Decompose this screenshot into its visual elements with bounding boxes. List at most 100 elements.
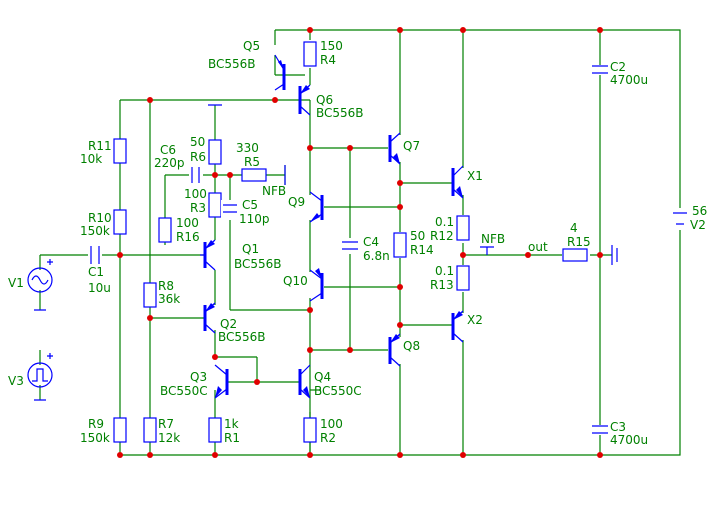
resistor-r5 bbox=[241, 168, 267, 182]
transistor-q8 bbox=[388, 333, 401, 367]
label-r14-val: 50 bbox=[410, 229, 425, 243]
label-c3-val: 4700u bbox=[610, 433, 648, 447]
resistor-r16 bbox=[158, 217, 172, 243]
capacitor-c2 bbox=[592, 65, 608, 74]
capacitor-c6 bbox=[189, 165, 203, 185]
label-nfb-right: NFB bbox=[481, 232, 505, 246]
pulse-source-v3 bbox=[27, 353, 53, 388]
label-r16-val: 100 bbox=[176, 216, 199, 230]
label-q8: Q8 bbox=[403, 339, 420, 353]
label-r8-val: 36k bbox=[158, 292, 180, 306]
transistor-q1 bbox=[200, 239, 216, 271]
label-r6: R6 bbox=[190, 150, 206, 164]
label-r11: R11 bbox=[88, 139, 112, 153]
resistor-r8 bbox=[143, 282, 157, 308]
label-r7-val: 12k bbox=[158, 431, 180, 445]
capacitor-c1 bbox=[88, 244, 102, 266]
label-q2-type: BC556B bbox=[218, 330, 266, 344]
transistor-q4 bbox=[298, 364, 311, 399]
label-q9: Q9 bbox=[288, 195, 305, 209]
label-c3: C3 bbox=[610, 420, 626, 434]
wires bbox=[39, 29, 681, 456]
label-c6: C6 bbox=[160, 143, 176, 157]
resistor-r10 bbox=[113, 209, 127, 235]
sine-source-v1 bbox=[27, 259, 53, 293]
label-c2: C2 bbox=[610, 60, 626, 74]
resistor-r11 bbox=[113, 138, 127, 164]
label-v1: V1 bbox=[8, 276, 24, 290]
label-r2: R2 bbox=[320, 431, 336, 445]
label-v2: V2 bbox=[690, 218, 706, 232]
transistor-q3 bbox=[214, 364, 229, 399]
resistor-r15 bbox=[562, 248, 588, 262]
label-c4: C4 bbox=[363, 235, 379, 249]
label-r4-val: 150 bbox=[320, 39, 343, 53]
label-r1: R1 bbox=[224, 431, 240, 445]
battery-v2 bbox=[670, 208, 690, 230]
resistor-r13 bbox=[456, 265, 470, 291]
label-q6-type: BC556B bbox=[316, 106, 364, 120]
label-r10-val: 150k bbox=[80, 224, 110, 238]
label-r13-val: 0.1 bbox=[435, 264, 454, 278]
transistor-x2 bbox=[451, 310, 464, 343]
label-c4-val: 6.8n bbox=[363, 249, 390, 263]
label-q10: Q10 bbox=[283, 274, 308, 288]
capacitor-c5 bbox=[221, 200, 239, 218]
label-r15-val: 4 bbox=[570, 221, 578, 235]
label-r2-val: 100 bbox=[320, 417, 343, 431]
label-r8: R8 bbox=[158, 279, 174, 293]
resistor-r3 bbox=[208, 192, 222, 218]
transistor-q2 bbox=[203, 302, 216, 334]
label-q2: Q2 bbox=[220, 317, 237, 331]
transistor-x1 bbox=[451, 165, 464, 199]
label-q3-type: BC550C bbox=[160, 384, 208, 398]
label-v2-val: 56 bbox=[692, 204, 707, 218]
transistor-q5 bbox=[274, 54, 286, 91]
label-r4: R4 bbox=[320, 53, 336, 67]
labels: Q5 BC556B 150 R4 Q6 BC556B R11 10k R10 1… bbox=[8, 39, 707, 447]
label-c5-val: 110p bbox=[239, 212, 270, 226]
resistor-r4 bbox=[303, 41, 317, 67]
label-q6: Q6 bbox=[316, 93, 333, 107]
label-r1-val: 1k bbox=[224, 417, 239, 431]
label-r13: R13 bbox=[430, 278, 454, 292]
label-r16: R16 bbox=[176, 230, 200, 244]
resistor-r2 bbox=[303, 417, 317, 443]
label-c6-val: 220p bbox=[154, 156, 185, 170]
resistor-r6 bbox=[208, 139, 222, 165]
transistor-q6 bbox=[298, 84, 311, 116]
label-c1: C1 bbox=[88, 265, 104, 279]
ground-symbols bbox=[34, 104, 222, 401]
label-r5-val: 330 bbox=[236, 141, 259, 155]
label-q7: Q7 bbox=[403, 139, 420, 153]
label-r12-val: 0.1 bbox=[435, 215, 454, 229]
label-q3: Q3 bbox=[190, 370, 207, 384]
junctions bbox=[117, 27, 603, 458]
label-q5-type: BC556B bbox=[208, 57, 256, 71]
transistor-q10 bbox=[309, 268, 324, 302]
nfb-terminal-right bbox=[480, 246, 494, 255]
label-r3-val: 100 bbox=[184, 187, 207, 201]
resistor-r14 bbox=[393, 232, 407, 258]
transistor-q9 bbox=[309, 191, 324, 223]
capacitor-c3 bbox=[592, 425, 608, 434]
label-r3: R3 bbox=[190, 201, 206, 215]
transistor-q7 bbox=[388, 132, 401, 165]
capacitor-c4 bbox=[340, 238, 360, 254]
label-x2: X2 bbox=[467, 313, 483, 327]
label-c5: C5 bbox=[242, 198, 258, 212]
components bbox=[27, 41, 690, 443]
label-r9-val: 150k bbox=[80, 431, 110, 445]
label-c2-val: 4700u bbox=[610, 73, 648, 87]
label-r10: R10 bbox=[88, 211, 112, 225]
resistor-r1 bbox=[208, 417, 222, 443]
label-x1: X1 bbox=[467, 169, 483, 183]
output-terminal bbox=[611, 245, 618, 265]
label-r11-val: 10k bbox=[80, 152, 102, 166]
label-r7: R7 bbox=[158, 417, 174, 431]
label-q4: Q4 bbox=[314, 370, 331, 384]
resistor-r9 bbox=[113, 417, 127, 443]
label-q5: Q5 bbox=[243, 39, 260, 53]
label-r14: R14 bbox=[410, 243, 434, 257]
